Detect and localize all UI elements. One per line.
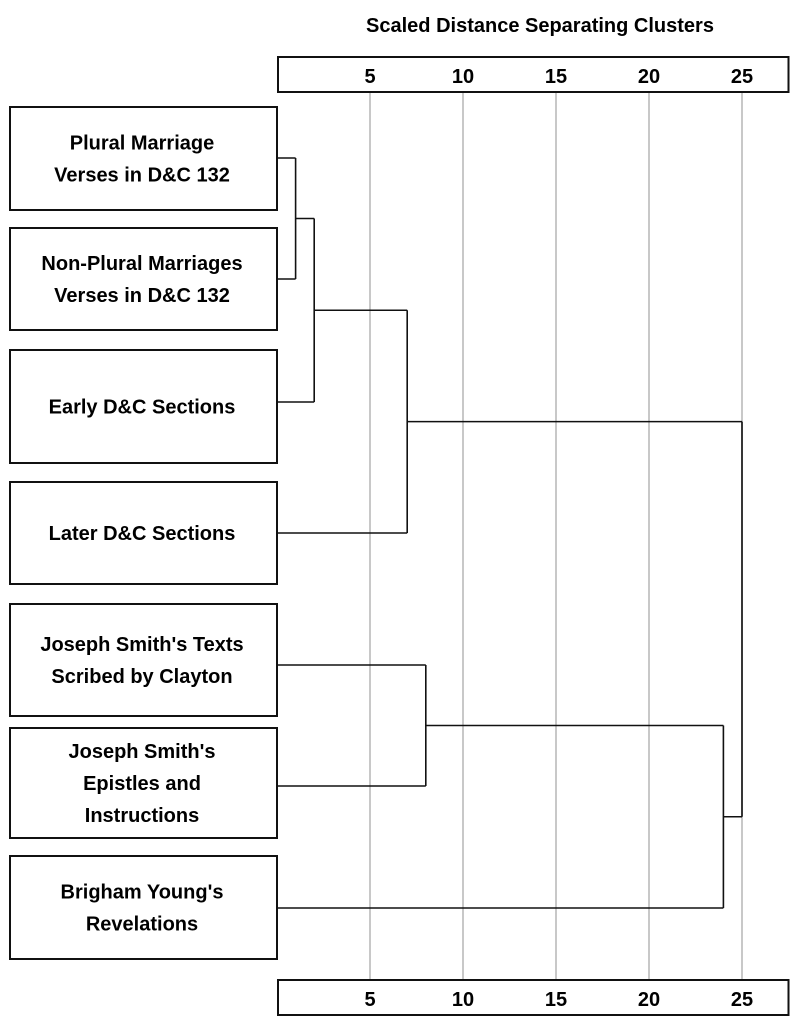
tick-label: 20 (638, 989, 660, 1011)
leaf-box (9, 106, 278, 211)
tick-label: 5 (364, 989, 375, 1011)
leaf-label: Verses in D&C 132 (54, 285, 230, 307)
tick-label: 20 (638, 66, 660, 88)
bottom-axis (277, 979, 790, 1016)
leaf-label: Joseph Smith's Texts (40, 634, 243, 656)
top-axis (277, 56, 790, 93)
leaf-box (9, 855, 278, 960)
tick-label: 15 (545, 989, 567, 1011)
leaf-box (9, 603, 278, 717)
leaf-box (9, 481, 278, 585)
tick-label: 15 (545, 66, 567, 88)
leaf-box (9, 727, 278, 839)
leaf-label: Instructions (85, 805, 199, 827)
leaf-box (9, 227, 278, 331)
chart-title: Scaled Distance Separating Clusters (366, 15, 714, 37)
leaf-label: Plural Marriage (70, 133, 215, 155)
leaf-label: Scribed by Clayton (51, 666, 232, 688)
leaf-label: Brigham Young's (61, 882, 224, 904)
leaf-label: Joseph Smith's (68, 741, 215, 763)
leaf-label: Non-Plural Marriages (41, 253, 242, 275)
leaf-label: Later D&C Sections (49, 523, 236, 545)
tick-label: 25 (731, 66, 753, 88)
leaf-label: Early D&C Sections (49, 397, 236, 419)
leaf-label: Verses in D&C 132 (54, 165, 230, 187)
leaf-label: Epistles and (83, 773, 201, 795)
leaf-label: Revelations (86, 914, 198, 936)
tick-label: 10 (452, 989, 474, 1011)
tick-label: 25 (731, 989, 753, 1011)
tick-label: 10 (452, 66, 474, 88)
leaf-box (9, 349, 278, 464)
tick-label: 5 (364, 66, 375, 88)
